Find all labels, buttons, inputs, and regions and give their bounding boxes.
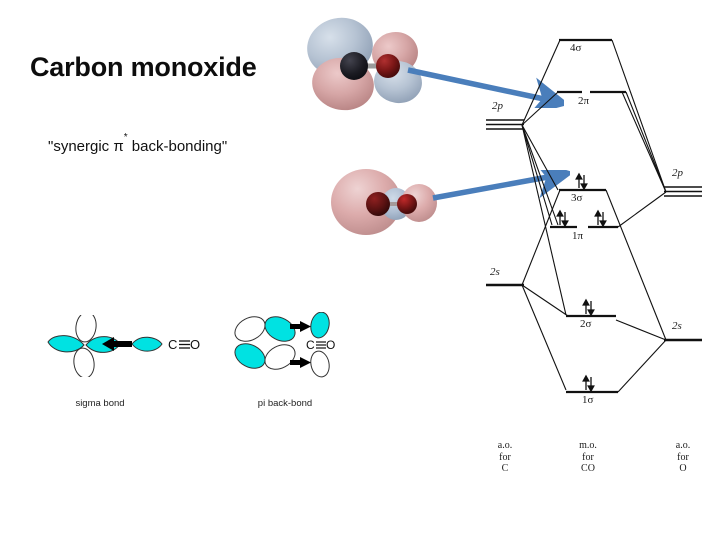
caption-mo-for-co: m.o. for CO [560, 440, 616, 475]
caption-mo-co-line3: CO [581, 463, 595, 474]
caption-ao-c-line2: for [499, 451, 511, 463]
pi-back-bond-schematic: C O [234, 312, 335, 378]
pi-star-orbital-image [307, 17, 422, 111]
caption-ao-o-line1: a.o. [675, 440, 691, 451]
sigma-lone-pair-orbital-image [331, 169, 437, 235]
page-title: Carbon monoxide [30, 52, 257, 82]
subtitle-suffix: back-bonding" [127, 138, 228, 155]
level-label-3sigma: 3σ [571, 192, 583, 204]
level-label-carbon-2s: 2s [490, 266, 500, 278]
caption-ao-c-line3: C [501, 463, 509, 474]
pi-star-to-2pi-arrow [407, 67, 564, 108]
level-label-1sigma: 1σ [582, 394, 594, 406]
mo-diagram: 2p 2s 2p 2s 4σ 2π 3σ 1π 2σ 1σ a.o. for C… [440, 0, 720, 540]
level-label-1pi: 1π [572, 230, 584, 242]
sigma-bond-caption: sigma bond [75, 398, 125, 409]
level-label-oxygen-2p: 2p [672, 167, 683, 179]
level-label-4sigma: 4σ [570, 42, 582, 54]
caption-ao-o-line3: O [679, 463, 687, 474]
electron-pair-2sigma [582, 298, 595, 317]
level-label-2pi: 2π [578, 95, 590, 107]
svg-text:C: C [306, 338, 315, 352]
pi-back-bond-caption: pi back-bond [257, 398, 313, 409]
caption-ao-o-line2: for [677, 451, 689, 463]
level-label-2sigma: 2σ [580, 318, 592, 330]
caption-ao-for-o: a.o. for O [658, 440, 708, 475]
mo-diagram-svg [486, 38, 702, 394]
electron-pair-3sigma [575, 172, 588, 191]
sigma-to-3sigma-arrow [432, 170, 570, 201]
electron-pair-1pi-left [556, 209, 569, 228]
level-label-carbon-2p: 2p [492, 100, 503, 112]
svg-text:O: O [326, 338, 335, 352]
subtitle-prefix: "synergic [48, 138, 114, 155]
caption-mo-co-line1: m.o. [579, 440, 597, 451]
caption-ao-for-c: a.o. for C [480, 440, 530, 475]
subtitle-pi-symbol: π* [113, 131, 128, 156]
electron-pair-1pi-right [594, 209, 607, 228]
svg-text:O: O [190, 337, 200, 352]
subtitle-star: * [123, 131, 128, 143]
caption-ao-c-line1: a.o. [497, 440, 513, 451]
svg-text:C: C [168, 337, 177, 352]
caption-mo-co-line2: for [582, 451, 594, 463]
sigma-bond-schematic: C O [47, 315, 200, 377]
electron-pair-1sigma [582, 374, 595, 393]
subtitle: "synergic π* back-bonding" [48, 131, 228, 156]
level-label-oxygen-2s: 2s [672, 320, 682, 332]
